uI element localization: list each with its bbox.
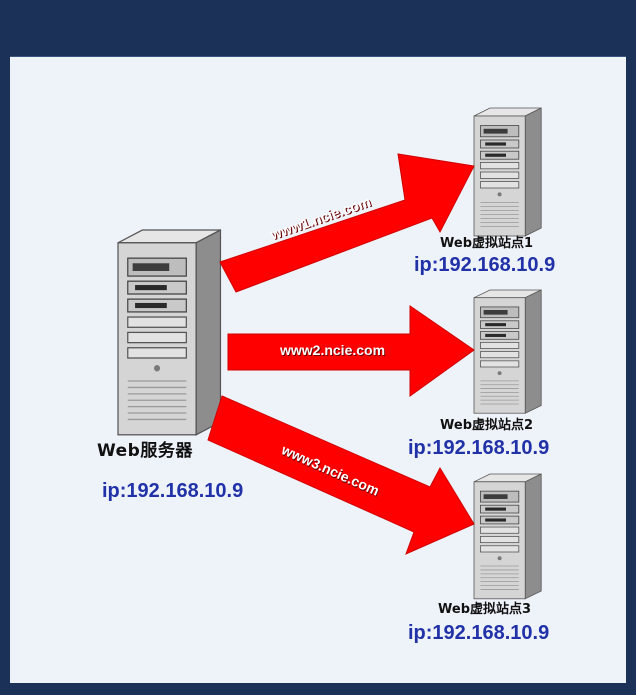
site-server-3-icon <box>473 473 542 600</box>
site-3-ip: ip:192.168.10.9 <box>408 622 550 644</box>
site-2-ip: ip:192.168.10.9 <box>408 437 550 459</box>
main-server-icon <box>117 229 222 436</box>
site-2-name: Web虚拟站点2 <box>440 418 534 433</box>
main-server-ip: ip:192.168.10.9 <box>102 480 244 502</box>
site-3-name: Web虚拟站点3 <box>438 602 532 617</box>
arrow-to-site-1 <box>219 153 475 293</box>
arrow-to-site-3 <box>207 395 475 555</box>
site-1-name: Web虚拟站点1 <box>440 236 534 251</box>
site-1-ip: ip:192.168.10.9 <box>414 254 556 276</box>
site-server-1-icon <box>473 107 542 237</box>
domain-label-2: www2.ncie.com <box>280 342 386 358</box>
site-server-2-icon <box>473 289 542 414</box>
arrow-to-site-2 <box>227 305 475 397</box>
main-server-name: Web服务器 <box>97 441 193 461</box>
